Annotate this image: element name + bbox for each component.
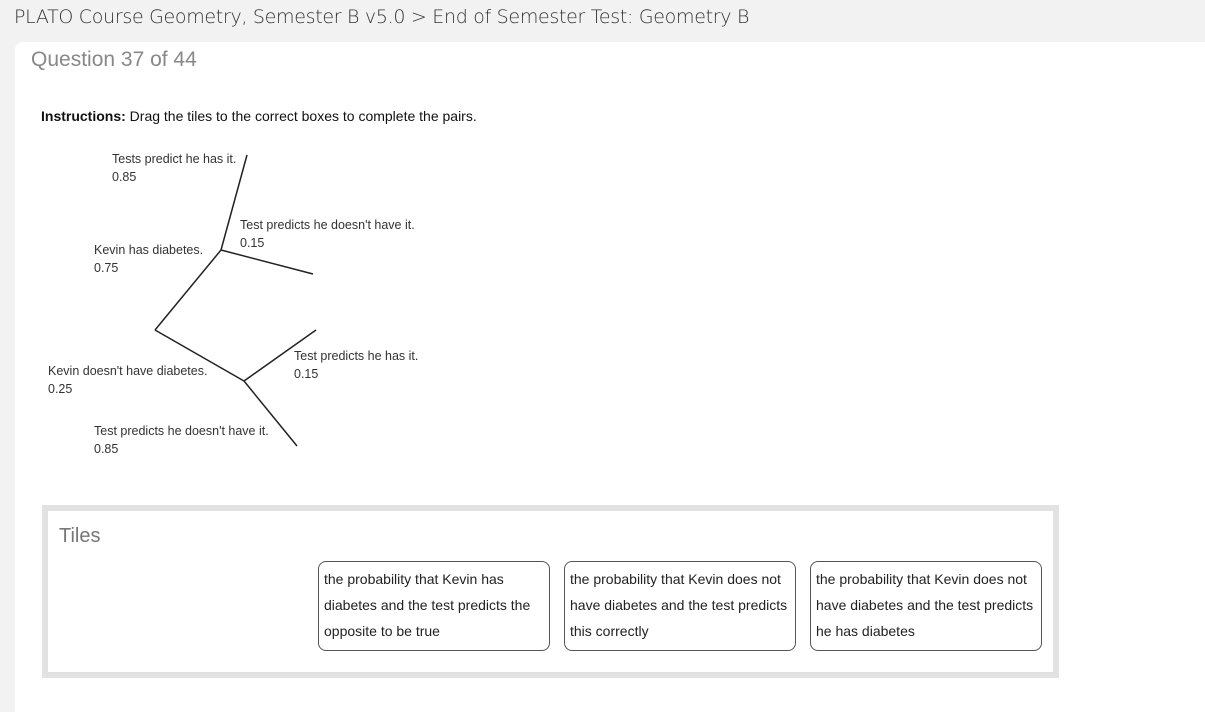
instructions-label: Instructions: <box>41 108 126 124</box>
branch-label: Kevin has diabetes. <box>94 243 204 257</box>
branch-label: Kevin doesn't have diabetes. <box>48 364 208 378</box>
branch-prob: 0.25 <box>48 382 73 396</box>
branch-prob: 0.15 <box>240 236 265 250</box>
branch-prob: 0.85 <box>94 442 119 456</box>
branch-label: Tests predict he has it. <box>112 152 237 166</box>
label-has-pos: Tests predict he has it. 0.85 <box>112 150 236 186</box>
branch-no-pos <box>243 329 317 382</box>
question-number: Question 37 of 44 <box>31 48 197 71</box>
label-has-diabetes: Kevin has diabetes. 0.75 <box>94 241 203 277</box>
instructions: Instructions: Drag the tiles to the corr… <box>41 108 477 124</box>
label-no-pos: Test predicts he has it. 0.15 <box>294 347 418 383</box>
tiles-panel: Tiles the probability that Kevin has dia… <box>42 505 1059 678</box>
label-no-diabetes: Kevin doesn't have diabetes. 0.25 <box>48 362 207 398</box>
branch-prob: 0.85 <box>112 170 137 184</box>
tile[interactable]: the probability that Kevin has diabetes … <box>318 561 550 651</box>
branch-has-pos <box>220 154 248 251</box>
branch-label: Test predicts he doesn't have it. <box>94 424 269 438</box>
branch-no-diabetes <box>154 329 245 382</box>
branch-has-diabetes <box>154 249 222 331</box>
branch-label: Test predicts he doesn't have it. <box>240 218 415 232</box>
label-has-neg: Test predicts he doesn't have it. 0.15 <box>240 216 415 252</box>
branch-prob: 0.75 <box>94 261 119 275</box>
branch-label: Test predicts he has it. <box>294 349 419 363</box>
branch-no-neg <box>243 380 298 447</box>
tiles-title: Tiles <box>59 525 101 547</box>
label-no-neg: Test predicts he doesn't have it. 0.85 <box>94 422 269 458</box>
tile[interactable]: the probability that Kevin does not have… <box>810 561 1042 651</box>
branch-prob: 0.15 <box>294 367 319 381</box>
tile[interactable]: the probability that Kevin does not have… <box>564 561 796 651</box>
instructions-text: Drag the tiles to the correct boxes to c… <box>125 108 477 124</box>
branch-has-neg <box>220 249 314 275</box>
breadcrumb: PLATO Course Geometry, Semester B v5.0 >… <box>14 6 750 28</box>
